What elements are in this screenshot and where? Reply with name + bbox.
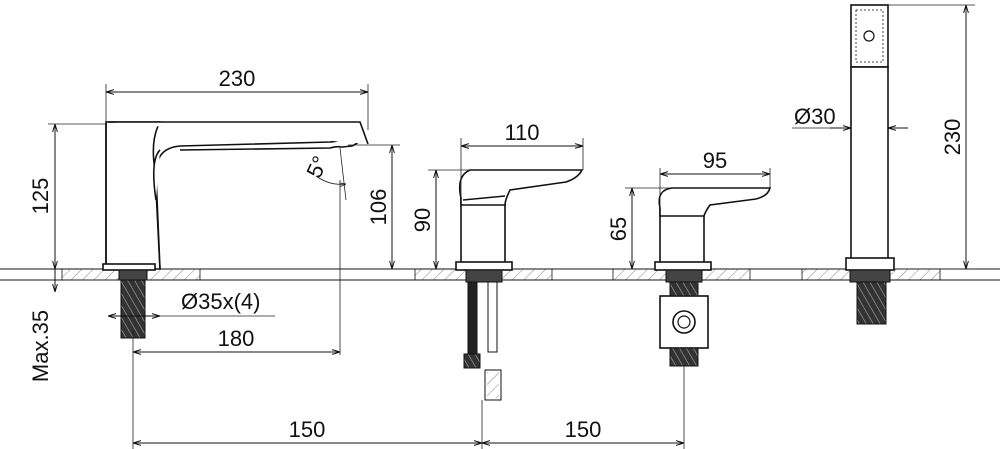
diverter-nut — [665, 269, 703, 283]
dimension-label: Ø35x(4) — [181, 289, 260, 314]
dimension-label: 106 — [366, 189, 391, 226]
mixer-hose-black — [467, 281, 478, 363]
dimension-mixer-lever: 110 — [460, 120, 584, 196]
mixer-nut — [465, 269, 503, 283]
mixer — [455, 169, 584, 401]
dimension-label: 5° — [301, 152, 333, 182]
spout-thread — [120, 279, 146, 339]
diverter-outlet — [669, 347, 699, 367]
dimension-shower-height: 230 — [888, 4, 975, 270]
mixer-hose-white — [487, 281, 498, 353]
dimension-label: 110 — [504, 120, 539, 145]
spout — [102, 121, 369, 339]
dimension-label: 180 — [218, 326, 255, 351]
dimension-mixer-height: 90 — [410, 169, 470, 269]
spout-base-ring — [102, 263, 156, 271]
dimension-spout-angle: 5° — [301, 147, 347, 201]
mixer-base-ring — [455, 261, 513, 271]
shower-thread — [856, 281, 887, 325]
dimension-diverter-height: 65 — [606, 187, 670, 269]
dimension-label: 150 — [565, 417, 602, 442]
diverter-base-ring — [654, 261, 712, 271]
dimension-mount-depth: Max.35 — [28, 269, 118, 382]
diverter-thread — [669, 281, 699, 297]
shower-button — [863, 30, 875, 42]
dimension-shower-diameter: Ø30 — [792, 104, 908, 129]
dimension-label: Max.35 — [28, 310, 53, 382]
dimension-label: 90 — [410, 208, 435, 232]
dimension-diverter-lever: 95 — [659, 148, 771, 206]
dimension-label: 95 — [703, 148, 727, 173]
mixer-hose-nut — [463, 353, 481, 369]
diverter — [654, 187, 772, 367]
dimension-label: 125 — [28, 178, 53, 215]
dimension-outlet-height: 106 — [348, 144, 400, 269]
dimension-label: 65 — [606, 217, 631, 241]
spout-nut — [118, 269, 148, 281]
dimension-label: 230 — [219, 66, 256, 91]
center-lines — [132, 180, 685, 449]
dimension-label: 230 — [940, 119, 965, 156]
shower-holder — [845, 257, 895, 271]
shower-nut — [849, 269, 891, 283]
hand-shower — [845, 4, 895, 325]
shower-handle — [850, 66, 889, 260]
dimension-hole-diameter: Ø35x(4) — [108, 289, 275, 316]
dimension-spout-height: 125 — [28, 123, 106, 269]
dimension-label: 150 — [289, 417, 326, 442]
dimension-spout-length: 230 — [105, 66, 369, 130]
dimension-spout-reach: 180 — [133, 326, 340, 352]
dimension-label: Ø30 — [794, 104, 836, 129]
dimension-spacing: 150 150 — [133, 417, 684, 443]
